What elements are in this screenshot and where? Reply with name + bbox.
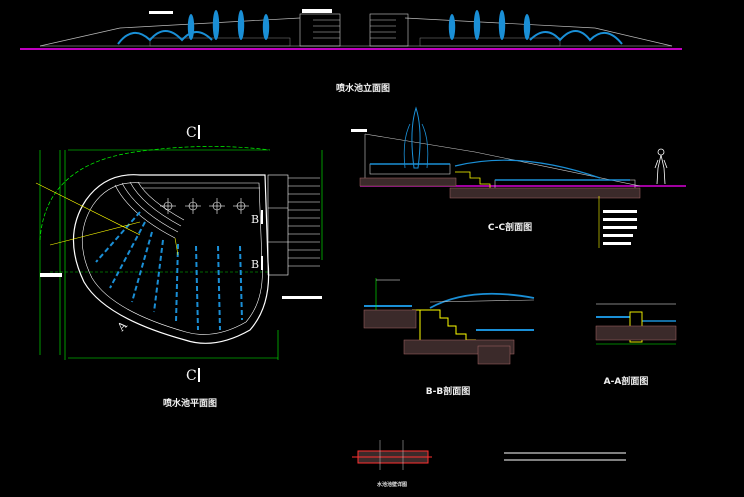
plan-stair-block [267, 174, 320, 276]
elevation-right-wall [419, 37, 561, 47]
cc-upper-pool [369, 163, 451, 175]
cc-person-figure [654, 148, 668, 185]
wall-detail: 水池池壁详图 [352, 440, 432, 488]
aa-foundation [595, 325, 677, 341]
cc-center-jet [411, 106, 421, 169]
bb-foundation [363, 309, 417, 329]
elevation-jets-right [448, 10, 531, 40]
bb-steps [412, 309, 476, 341]
plan-cut-b-upper: B [251, 213, 259, 226]
elevation-water-arcs-left [117, 30, 213, 45]
bb-water-arc [429, 292, 535, 309]
plan-cut-b-lower: B [251, 258, 259, 271]
cc-foundation [359, 177, 457, 187]
plan-pool-inner [82, 182, 263, 335]
section-cc: C-C剖面图 [351, 106, 686, 248]
elevation-right-slope [594, 27, 673, 47]
elevation-title: 喷水池立面图 [336, 82, 390, 94]
plan-cut-a: A [114, 318, 130, 334]
elevation-jets-left [187, 10, 270, 40]
elevation-water-arcs-right [529, 30, 623, 45]
plan-cut-b-lower-mark [261, 256, 263, 270]
cc-hill-line [364, 133, 641, 187]
plan-cut-c-bottom-mark [198, 368, 200, 382]
cc-title: C-C剖面图 [488, 221, 532, 233]
elevation-callout-box [149, 11, 173, 14]
elevation-center-steps [299, 13, 409, 47]
plan-top-nozzles [142, 187, 260, 214]
detail-title: 水池池壁详图 [376, 481, 407, 488]
plan-pool-outline [72, 174, 270, 344]
plan-nozzle-rows [95, 211, 243, 331]
cc-notes [603, 210, 637, 245]
section-aa: A-A剖面图 [595, 303, 677, 387]
plan-curved-steps [114, 181, 185, 239]
title-block [504, 452, 626, 461]
bb-title: B-B剖面图 [426, 385, 470, 397]
elevation-callout-box-2 [302, 9, 332, 13]
plan-cut-c-bottom: C [186, 368, 197, 384]
plan-label-plate [40, 273, 62, 277]
fountain-plan: C C B B A 喷水池平面图 [35, 125, 323, 409]
cc-steps [455, 171, 500, 191]
plan-cut-c-top: C [186, 125, 197, 141]
elevation-left-slope [39, 27, 121, 47]
plan-cut-c-top-mark [198, 125, 200, 139]
section-bb: B-B剖面图 [363, 278, 535, 397]
cc-water-arc [454, 159, 601, 179]
elevation-left-wall [149, 37, 291, 47]
plan-label-plate-2 [282, 296, 322, 299]
cc-annotation-tag [351, 129, 367, 132]
plan-radius-guides [35, 182, 179, 256]
plan-dimension-lines [39, 149, 323, 360]
plan-title: 喷水池平面图 [163, 397, 217, 409]
fountain-elevation: 喷水池立面图 [20, 9, 682, 94]
plan-guide-arc [39, 146, 271, 241]
plan-cut-b-upper-mark [261, 210, 263, 224]
aa-title: A-A剖面图 [604, 375, 649, 387]
